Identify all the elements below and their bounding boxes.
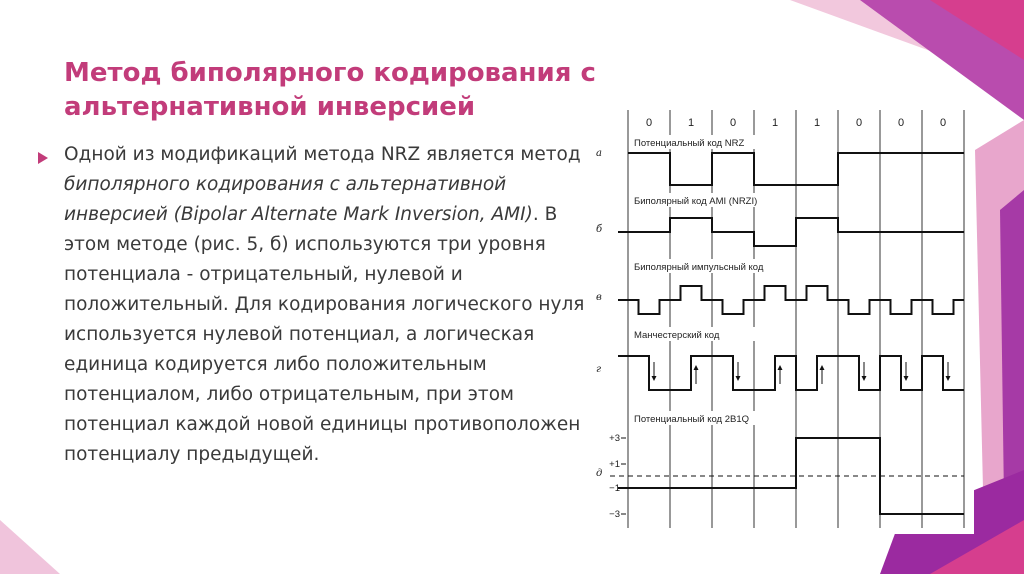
deco-bottom-pink (930, 520, 1024, 574)
body-paragraph: Одной из модификаций метода NRZ является… (64, 140, 604, 470)
manchester-arrowhead (819, 365, 825, 370)
row-letter: д (596, 468, 602, 479)
manchester-arrowhead (903, 376, 909, 381)
manchester-arrowhead (693, 365, 699, 370)
row-label: Потенциальный код 2B1Q (634, 414, 749, 425)
body-text-1: Одной из модификаций метода NRZ является… (64, 144, 581, 165)
deco-top-pink (930, 0, 1024, 60)
nrz-signal-trace (628, 152, 964, 186)
slide-title: Метод биполярного кодирования с альтерна… (64, 56, 624, 124)
row-label-bg (632, 259, 772, 273)
bit-label: 1 (688, 117, 694, 129)
bit-label: 0 (898, 117, 904, 129)
2b1q-signal-trace (618, 437, 964, 515)
manchester-signal-trace (618, 355, 964, 391)
level-label: −1 (609, 483, 620, 494)
manchester-arrowhead (945, 376, 951, 381)
bit-label: 0 (856, 117, 862, 129)
row-label: Биполярный код AMI (NRZI) (634, 196, 757, 207)
row-label-bg (632, 135, 772, 149)
row-label: Биполярный импульсный код (634, 262, 764, 273)
row-label: Манчестерский код (634, 330, 720, 341)
bit-label: 1 (772, 117, 778, 129)
row-label-bg (632, 327, 772, 341)
bit-label: 0 (730, 117, 736, 129)
body-text-2: . В этом методе (рис. 5, б) используются… (64, 204, 585, 465)
deco-bottom-left (0, 520, 60, 574)
manchester-arrowhead (651, 376, 657, 381)
row-letter: г (596, 364, 601, 375)
bullet-arrow-icon (38, 152, 48, 164)
bit-label: 0 (646, 117, 652, 129)
manchester-arrowhead (777, 365, 783, 370)
row-label-bg (632, 411, 772, 425)
row-label: Потенциальный код NRZ (634, 138, 744, 149)
level-label: −3 (609, 509, 620, 520)
title-line-2: альтернативной инверсией (64, 92, 476, 122)
pulse-signal-trace (618, 285, 964, 315)
row-label-bg (632, 193, 772, 207)
bit-label: 1 (814, 117, 820, 129)
manchester-arrowhead (735, 376, 741, 381)
manchester-arrowhead (861, 376, 867, 381)
level-label: +1 (609, 459, 620, 470)
ami-signal-trace (618, 217, 964, 247)
row-letter: б (596, 224, 603, 235)
level-label: +3 (609, 433, 620, 444)
bit-label: 0 (940, 117, 946, 129)
row-letter: в (596, 292, 602, 303)
body-text-italic: биполярного кодирования с альтернативной… (64, 174, 533, 225)
title-line-1: Метод биполярного кодирования с (64, 58, 596, 88)
row-letter: а (596, 148, 602, 159)
